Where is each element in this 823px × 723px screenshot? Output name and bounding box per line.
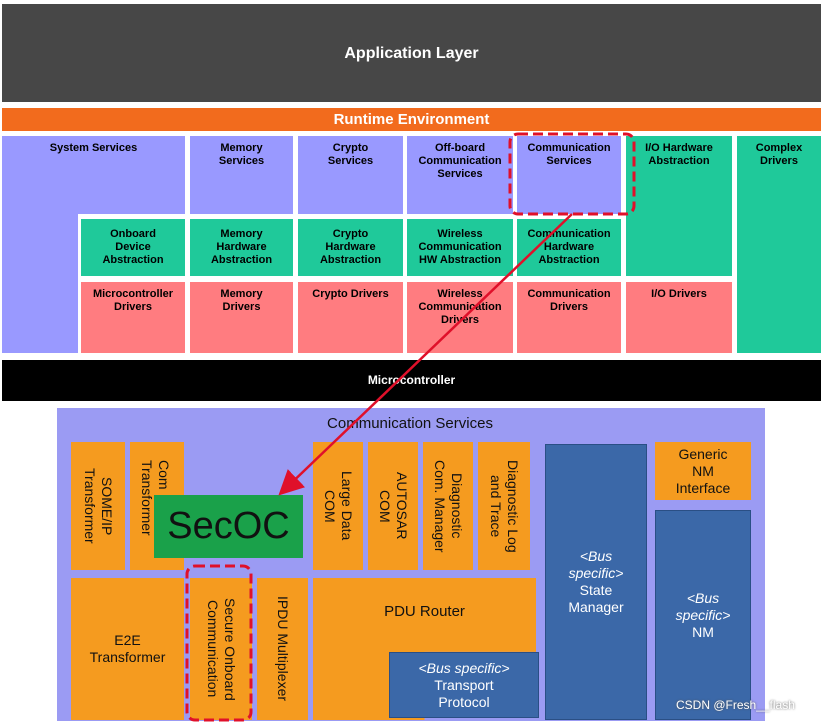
crypto-hardware-abstraction: Crypto Hardware Abstraction (298, 219, 403, 276)
complex-drivers: Complex Drivers (737, 136, 821, 353)
memory-hardware-abstraction: Memory Hardware Abstraction (190, 219, 293, 276)
bus-specific-state-manager: <Bus specific> State Manager (545, 444, 647, 720)
communication-drivers: Communication Drivers (517, 282, 621, 353)
communication-hardware-abstraction: Communication Hardware Abstraction (517, 219, 621, 276)
wireless-communication-hw-abstraction: Wireless Communication HW Abstraction (407, 219, 513, 276)
generic-nm-interface: Generic NM Interface (655, 442, 751, 500)
wireless-communication-drivers: Wireless Communication Drivers (407, 282, 513, 353)
secure-onboard-communication-highlight (185, 564, 253, 722)
zoom-arrow (278, 213, 573, 496)
autosar-com: AUTOSAR COM (368, 442, 418, 570)
offboard-communication-services: Off-board Communication Services (407, 136, 513, 214)
memory-drivers: Memory Drivers (190, 282, 293, 353)
watermark: CSDN @Fresh__flash (676, 698, 795, 712)
crypto-drivers: Crypto Drivers (298, 282, 403, 353)
communication-services: Communication Services (517, 136, 621, 214)
runtime-environment-label: Runtime Environment (333, 111, 490, 128)
io-drivers: I/O Drivers (626, 282, 732, 353)
diagnostic-com-manager: Diagnostic Com. Manager (423, 442, 473, 570)
memory-services: Memory Services (190, 136, 293, 214)
microcontroller-drivers: Microcontroller Drivers (81, 282, 185, 353)
communication-services-highlight (508, 132, 636, 216)
system-services-column (2, 213, 78, 353)
diagnostic-log-and-trace: Diagnostic Log and Trace (478, 442, 530, 570)
ipdu-multiplexer: IPDU Multiplexer (257, 578, 308, 720)
bus-specific-nm: <Bus specific> NM (655, 510, 751, 720)
application-layer-label: Application Layer (344, 44, 479, 62)
crypto-services: Crypto Services (298, 136, 403, 214)
e2e-transformer: E2E Transformer (71, 578, 184, 720)
onboard-device-abstraction: Onboard Device Abstraction (81, 219, 185, 276)
secure-onboard-communication: Secure Onboard Communication (190, 578, 252, 720)
large-data-com: Large Data COM (313, 442, 363, 570)
io-hardware-abstraction: I/O Hardware Abstraction (626, 136, 732, 276)
microcontroller-label: Microcontroller (367, 373, 456, 387)
pdu-router-label: PDU Router (384, 602, 465, 620)
communication-services-detail-title: Communication Services (327, 414, 493, 432)
transport-protocol: <Bus specific> Transport Protocol (389, 652, 539, 718)
runtime-environment: Runtime Environment (2, 108, 821, 131)
someip-transformer: SOME/IP Transformer (71, 442, 125, 570)
system-services: System Services (2, 136, 185, 214)
application-layer: Application Layer (2, 4, 821, 102)
secoc-label: SecOC (154, 495, 303, 558)
